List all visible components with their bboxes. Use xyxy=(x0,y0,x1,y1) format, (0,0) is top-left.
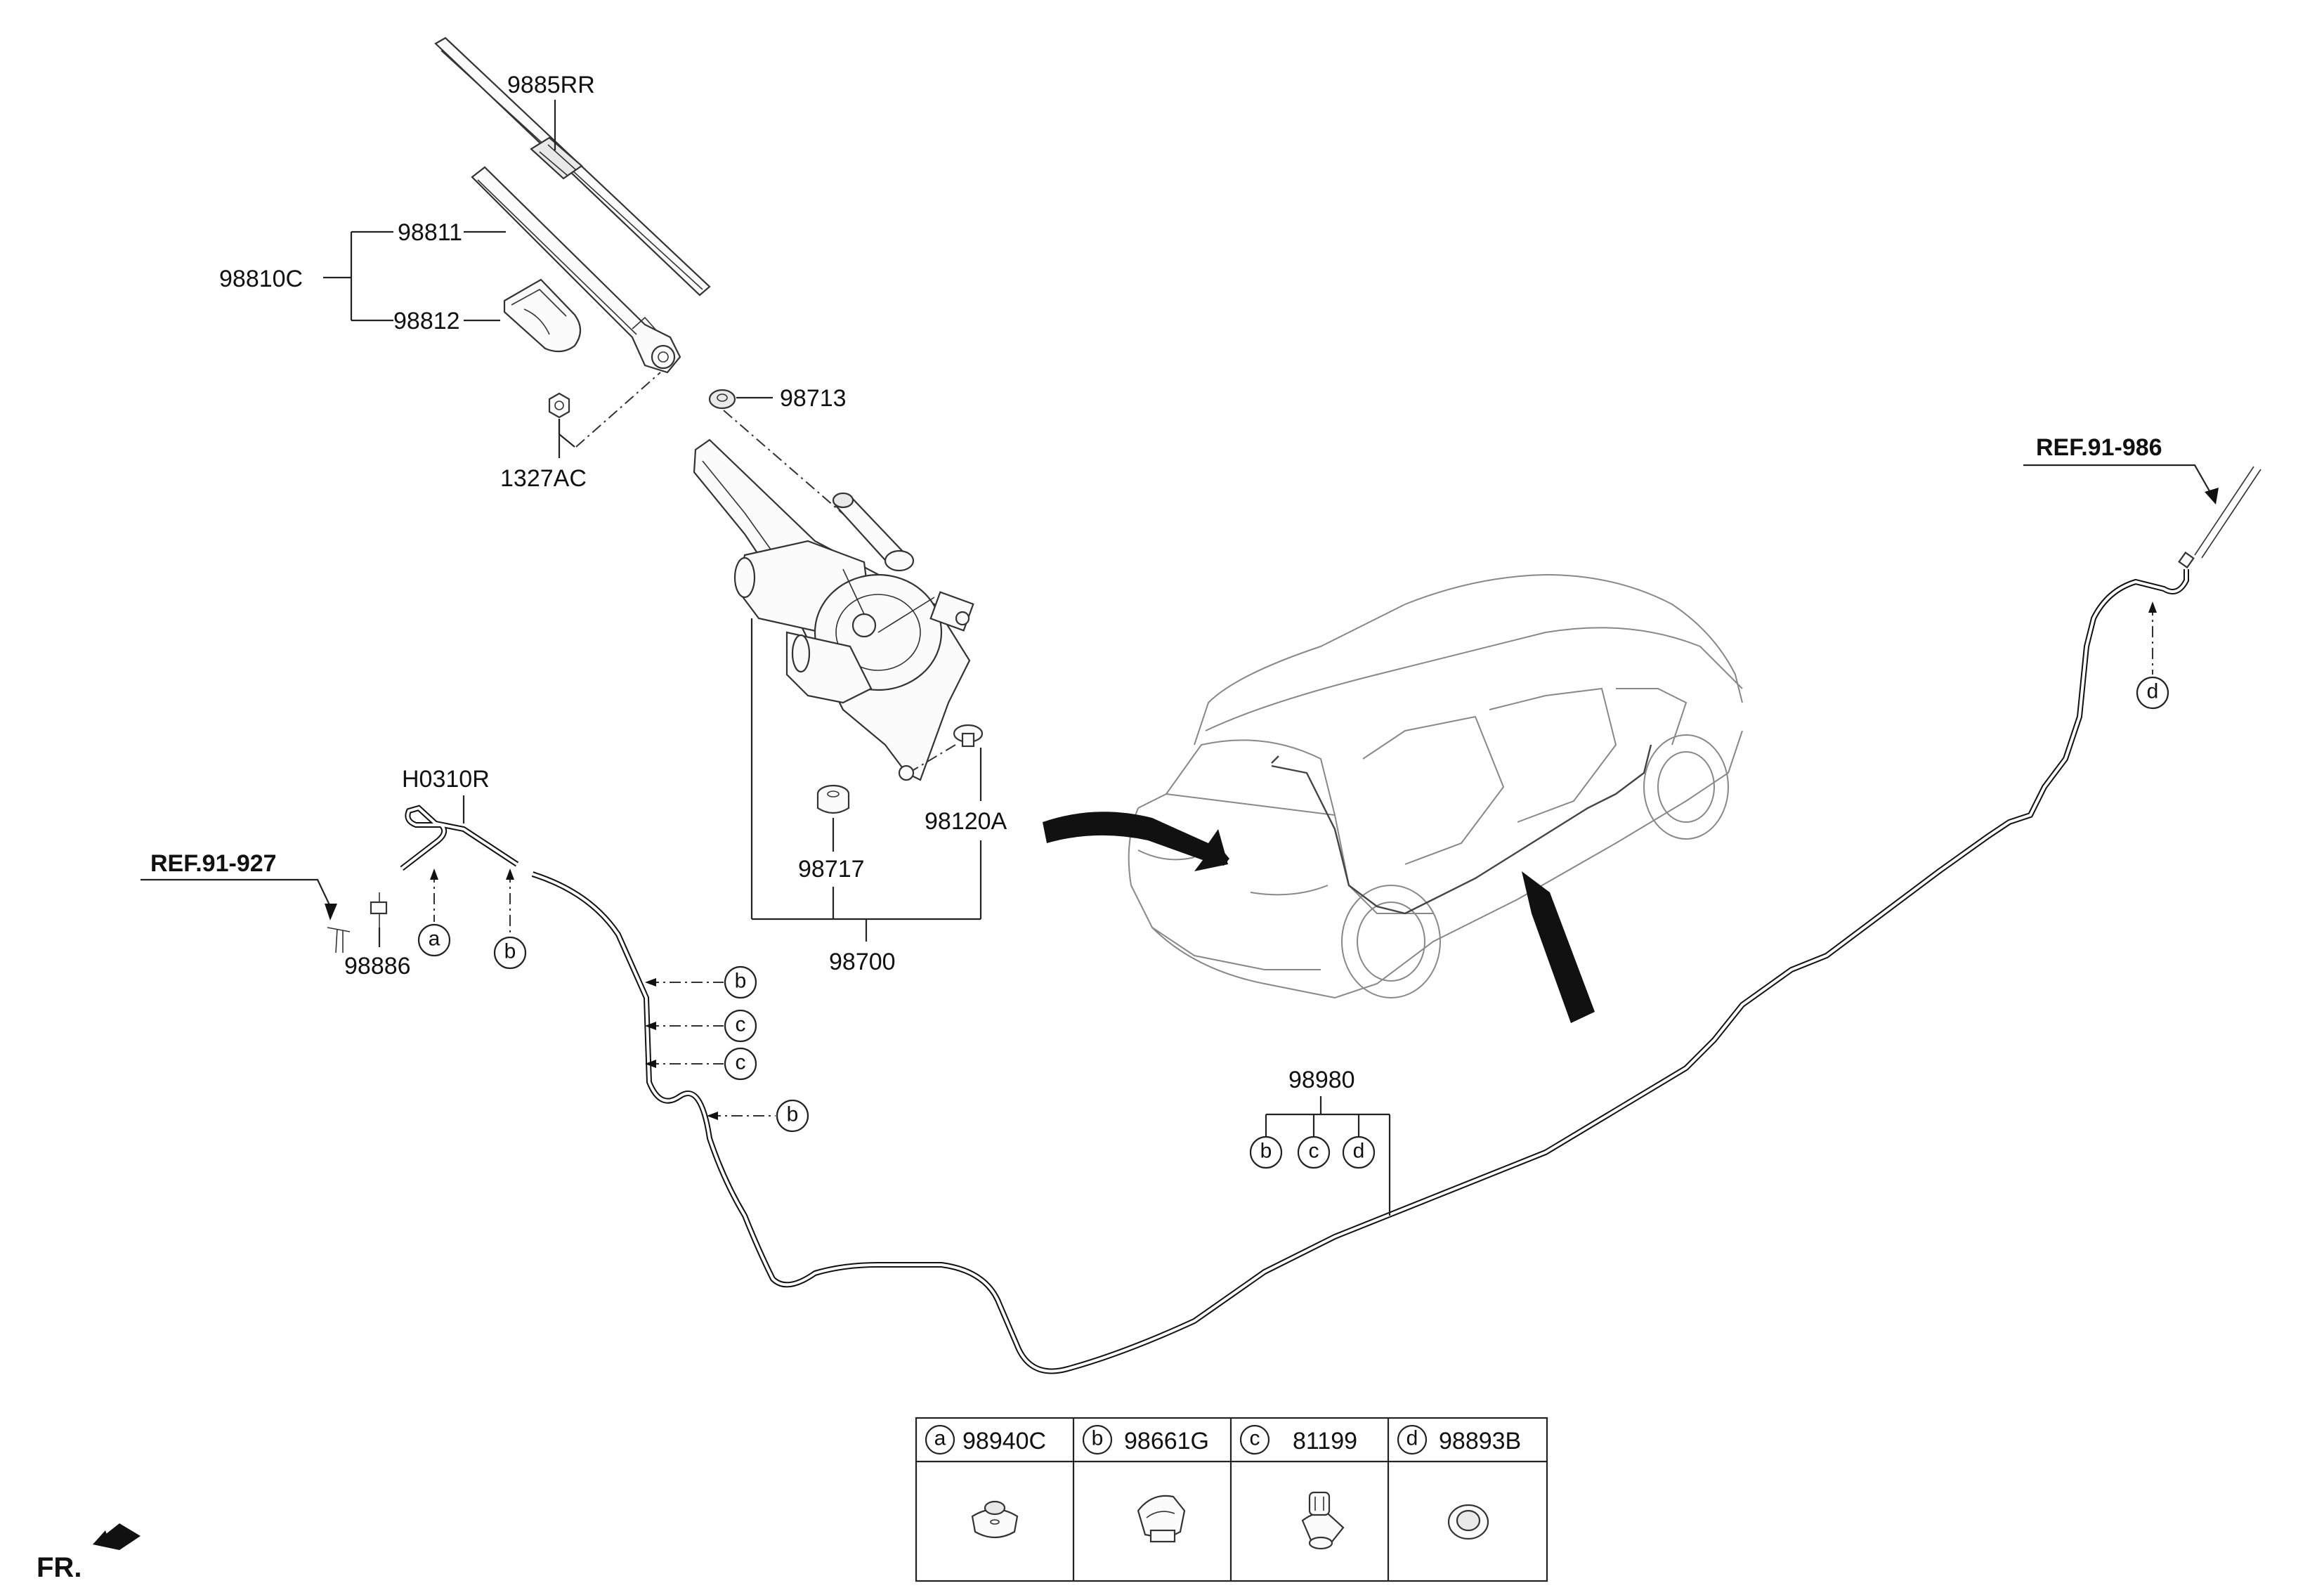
legend-b-letter: b xyxy=(1092,1427,1104,1450)
callout-b-hose-1: b xyxy=(735,970,747,993)
legend-c-drawing xyxy=(1301,1491,1345,1550)
legend-a-part: 98940C xyxy=(962,1428,1046,1454)
callout-b-left: b xyxy=(504,940,516,963)
label-blade: 9885RR xyxy=(507,72,595,98)
callout-c-hose-2: c xyxy=(736,1051,746,1074)
grommet-drawing xyxy=(816,784,850,814)
bolt-drawing xyxy=(953,724,984,748)
legend-a-letter: a xyxy=(934,1427,946,1450)
seal-drawing xyxy=(708,389,736,410)
wiper-blade-drawing xyxy=(434,37,711,297)
legend-c-letter: c xyxy=(1250,1427,1260,1450)
front-arrow-icon xyxy=(93,1523,141,1550)
legend-table: a 98940C b 98661G c 81199 d 98893B xyxy=(915,1417,1548,1582)
callout-d-right: d xyxy=(2147,680,2159,703)
legend-a-drawing xyxy=(971,1500,1019,1539)
legend-d-drawing xyxy=(1447,1504,1489,1540)
legend-b-drawing xyxy=(1137,1495,1186,1543)
label-bolt: 98120A xyxy=(925,808,1007,835)
callout-a-left: a xyxy=(429,928,440,951)
pointer-arrows xyxy=(1043,812,1595,1023)
front-label: FR. xyxy=(37,1552,81,1583)
ref-right: REF.91-986 xyxy=(2036,434,2162,461)
nut-drawing xyxy=(548,392,570,419)
label-arm-assy: 98810C xyxy=(219,266,303,292)
legend-d-letter: d xyxy=(1406,1427,1418,1450)
label-connector: 98886 xyxy=(344,953,411,980)
callout-c-assy: c xyxy=(1309,1140,1319,1163)
arm-cap-drawing xyxy=(503,278,582,353)
ref-right-hose-drawing xyxy=(2178,466,2261,569)
callout-b-assy: b xyxy=(1260,1140,1272,1163)
callout-d-assy: d xyxy=(1353,1140,1365,1163)
label-seal: 98713 xyxy=(780,385,847,412)
label-nut: 1327AC xyxy=(500,465,587,492)
washer-hose-drawing xyxy=(531,569,2189,1374)
hose-rr-drawing xyxy=(400,805,519,871)
label-hose-assy: 98980 xyxy=(1288,1067,1355,1093)
label-arm: 98811 xyxy=(398,219,462,246)
label-motor-assy: 98700 xyxy=(829,949,896,975)
connector-drawing xyxy=(370,892,388,928)
ref-left: REF.91-927 xyxy=(150,850,277,877)
callout-c-hose-1: c xyxy=(736,1013,746,1036)
legend-c-part: 81199 xyxy=(1293,1428,1357,1454)
legend-d-part: 98893B xyxy=(1439,1428,1521,1454)
ref-left-hose-drawing xyxy=(327,927,351,954)
wiper-arm-drawing xyxy=(471,166,681,374)
wiper-motor-drawing xyxy=(693,438,974,781)
label-cap: 98812 xyxy=(393,308,460,334)
label-grommet: 98717 xyxy=(798,856,865,883)
vehicle-drawing xyxy=(1128,573,1743,999)
callout-b-hose-2: b xyxy=(787,1103,799,1126)
legend-b-part: 98661G xyxy=(1124,1428,1209,1454)
label-hose-rr: H0310R xyxy=(402,766,490,793)
